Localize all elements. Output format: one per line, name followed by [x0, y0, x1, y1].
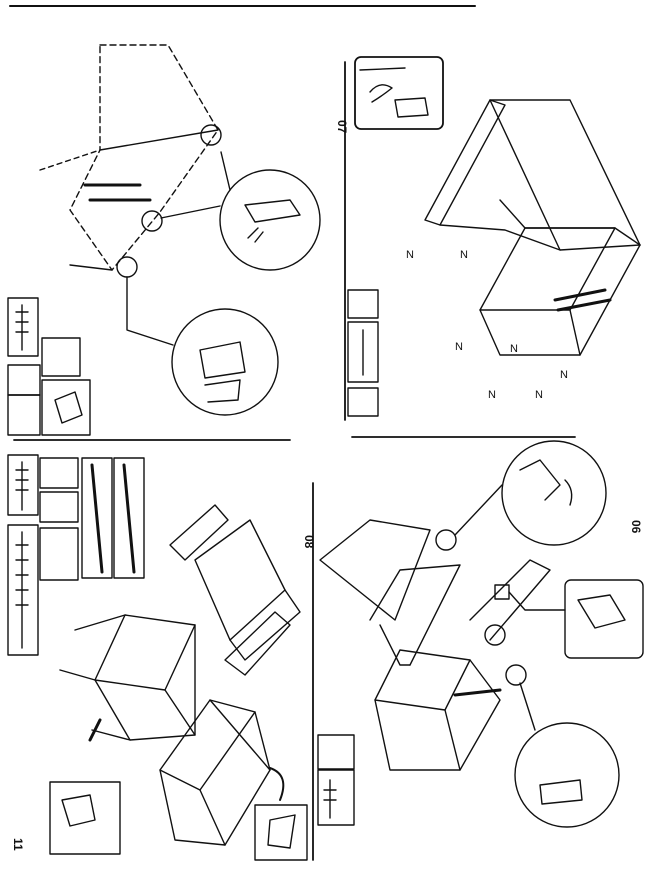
step-number-07: 07: [335, 120, 349, 134]
callout-dot: [435, 529, 457, 551]
detail-box: [254, 804, 308, 861]
step-frame-bottom-left: [7, 454, 308, 861]
hardware-box: [39, 527, 79, 581]
callout-dot: [141, 210, 163, 232]
part-label: N: [488, 389, 496, 401]
step-number-08: 08: [302, 535, 316, 549]
hardware-box: [317, 769, 355, 826]
part-label: N: [455, 341, 463, 353]
callout-dot: [484, 624, 506, 646]
step-frame-top-left: [7, 44, 321, 436]
hardware-box: [317, 734, 355, 770]
hardware-box: [7, 524, 39, 656]
hardware-box: [39, 491, 79, 523]
hardware-box: [347, 387, 379, 417]
detail-circle: [514, 722, 620, 828]
hardware-box: [347, 321, 379, 383]
step-frame-bottom-right: [317, 440, 644, 828]
step-frame-top-right: [347, 56, 641, 417]
detail-box: [354, 56, 444, 130]
hardware-box: [7, 364, 41, 396]
hardware-box: [113, 457, 145, 579]
callout-dot: [200, 124, 222, 146]
callout-dot: [116, 256, 138, 278]
part-label: N: [460, 249, 468, 261]
detail-circle: [501, 440, 607, 546]
hardware-box: [41, 337, 81, 377]
part-label: N: [535, 389, 543, 401]
detail-circle: [219, 169, 321, 271]
detail-box: [564, 579, 644, 659]
callout-dot: [505, 664, 527, 686]
hardware-box: [7, 454, 39, 516]
page-number: 11: [11, 838, 25, 851]
step-number-06: 06: [629, 520, 643, 534]
part-label: N: [560, 369, 568, 381]
part-label: N: [406, 249, 414, 261]
hardware-box: [39, 457, 79, 489]
hardware-box: [7, 297, 39, 357]
detail-circle: [171, 308, 279, 416]
hardware-box: [41, 379, 91, 436]
hardware-box: [7, 394, 41, 436]
hardware-box: [81, 457, 113, 579]
part-labels: N N N N N N N: [406, 249, 568, 401]
part-label: N: [510, 343, 518, 355]
detail-box: [49, 781, 121, 855]
hardware-box: [347, 289, 379, 319]
